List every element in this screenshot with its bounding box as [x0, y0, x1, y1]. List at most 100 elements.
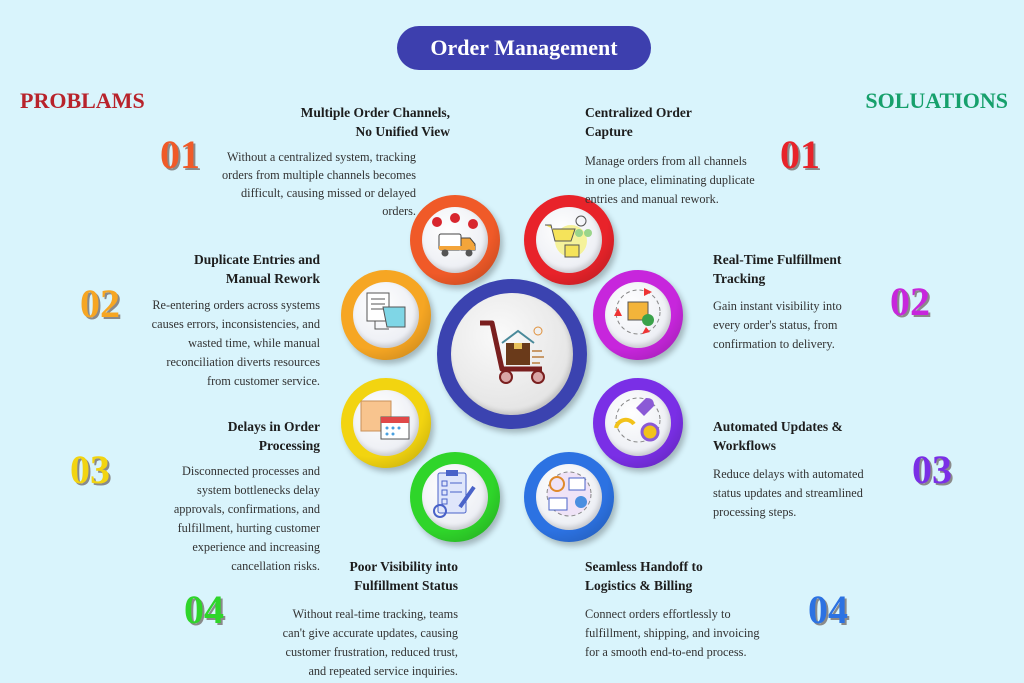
description-line: every order's status, from: [713, 318, 838, 332]
description-line: cancellation risks.: [231, 559, 320, 573]
solution-icon-circle: [524, 452, 614, 542]
description-line: wasted time, while manual: [188, 336, 320, 350]
icon-badge: [421, 463, 489, 531]
heading-line: Workflows: [713, 438, 777, 453]
description-line: Re-entering orders across systems: [152, 298, 320, 312]
cart-package-home-icon: [472, 317, 552, 392]
description-line: customer frustration, reduced trust,: [285, 645, 458, 659]
description-line: Disconnected processes and: [182, 464, 320, 478]
problem-number: 03: [70, 447, 110, 492]
problem-icon-circle: [341, 378, 431, 468]
problem-description: Disconnected processes and system bottlen…: [120, 462, 320, 576]
description-line: system bottlenecks delay: [197, 483, 320, 497]
package-cycle-icon: [610, 284, 666, 345]
solution-description: Gain instant visibility into every order'…: [713, 297, 953, 354]
center-order-circle: [437, 279, 587, 429]
solution-number: 04: [808, 587, 848, 632]
rocket-gear-icon: [610, 392, 666, 453]
description-line: in one place, eliminating duplicate: [585, 173, 755, 187]
clipboard-checklist-icon: [430, 467, 480, 526]
solution-heading: Seamless Handoff to Logistics & Billing: [585, 557, 825, 595]
heading-line: Logistics & Billing: [585, 578, 693, 593]
description-line: orders from multiple channels becomes: [222, 168, 416, 182]
solution-number: 02: [890, 279, 930, 324]
description-line: orders.: [382, 204, 416, 218]
heading-line: Processing: [258, 438, 320, 453]
description-line: Connect orders effortlessly to: [585, 607, 731, 621]
problem-number: 02: [80, 281, 120, 326]
icon-badge: [535, 463, 603, 531]
icon-badge: [535, 206, 603, 274]
problems-label: PROBLAMS: [20, 88, 145, 113]
heading-line: Fulfillment Status: [354, 578, 458, 593]
description-line: approvals, confirmations, and: [173, 502, 320, 516]
heading-line: Delays in Order: [227, 419, 320, 434]
description-line: from customer service.: [206, 374, 320, 388]
problem-icon-circle: [410, 195, 500, 285]
problem-number: 01: [160, 132, 200, 177]
problem-heading: Multiple Order Channels, No Unified View: [250, 103, 450, 141]
icon-badge: [604, 281, 672, 349]
description-line: confirmation to delivery.: [713, 337, 835, 351]
solutions-label: SOLUATIONS: [865, 88, 1008, 113]
description-line: entries and manual rework.: [585, 192, 719, 206]
center-badge: [451, 293, 573, 415]
description-line: can't give accurate updates, causing: [282, 626, 458, 640]
logistics-billing-icon: [541, 466, 597, 527]
icon-badge: [604, 389, 672, 457]
heading-line: Manual Rework: [225, 271, 320, 286]
description-line: difficult, causing missed or delayed: [241, 186, 416, 200]
solution-description: Manage orders from all channels in one pl…: [585, 152, 825, 209]
description-line: Gain instant visibility into: [713, 299, 842, 313]
solution-heading: Automated Updates & Workflows: [713, 417, 953, 455]
description-line: experience and increasing: [192, 540, 320, 554]
solution-number: 03: [912, 447, 952, 492]
heading-line: Tracking: [713, 271, 766, 286]
problem-number: 04: [184, 587, 224, 632]
description-line: causes errors, inconsistencies, and: [151, 317, 320, 331]
icon-badge: [352, 281, 420, 349]
description-line: and repeated service inquiries.: [308, 664, 458, 678]
solution-description: Connect orders effortlessly to fulfillmen…: [585, 605, 825, 662]
heading-line: Real-Time Fulfillment: [713, 252, 842, 267]
description-line: processing steps.: [713, 505, 797, 519]
description-line: fulfillment, shipping, and invoicing: [585, 626, 760, 640]
heading-line: Centralized Order: [585, 105, 692, 120]
heading-line: No Unified View: [355, 124, 451, 139]
solution-number: 01: [780, 132, 820, 177]
problem-icon-circle: [410, 452, 500, 542]
problem-description: Re-entering orders across systems causes …: [100, 296, 320, 391]
solution-icon-circle: [593, 378, 683, 468]
description-line: for a smooth end-to-end process.: [585, 645, 747, 659]
description-line: Without real-time tracking, teams: [292, 607, 458, 621]
solution-icon-circle: [524, 195, 614, 285]
description-line: Reduce delays with automated: [713, 467, 864, 481]
heading-line: Multiple Order Channels,: [300, 105, 450, 120]
heading-line: Poor Visibility into: [349, 559, 458, 574]
heading-line: Seamless Handoff to: [585, 559, 703, 574]
icon-badge: [352, 389, 420, 457]
duplicate-documents-icon: [361, 287, 411, 342]
description-line: status updates and streamlined: [713, 486, 863, 500]
solution-icon-circle: [593, 270, 683, 360]
heading-line: Automated Updates &: [713, 419, 843, 434]
heading-line: Capture: [585, 124, 633, 139]
boxes-calendar-icon: [359, 395, 413, 450]
description-line: Manage orders from all channels: [585, 154, 747, 168]
solution-description: Reduce delays with automated status updat…: [713, 465, 953, 522]
description-line: reconciliation diverts resources: [166, 355, 320, 369]
heading-line: Duplicate Entries and: [193, 252, 320, 267]
problem-icon-circle: [341, 270, 431, 360]
delivery-truck-locations-icon: [425, 212, 485, 267]
icon-badge: [421, 206, 489, 274]
problem-description: Without a centralized system, tracking or…: [178, 148, 416, 220]
page-title: Order Management: [397, 26, 651, 70]
shopping-cart-customers-icon: [541, 211, 597, 268]
description-line: Without a centralized system, tracking: [226, 150, 416, 164]
